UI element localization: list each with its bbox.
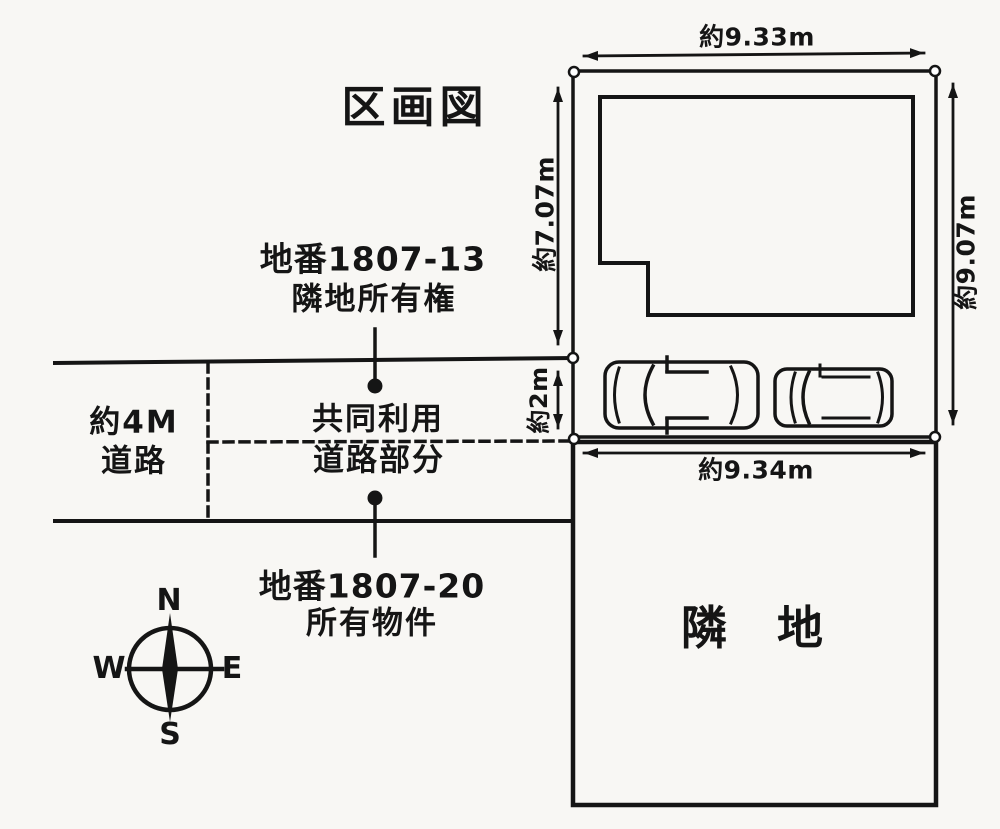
car-sedan-icon — [603, 355, 760, 435]
car-wagon-icon — [773, 363, 894, 428]
pointer-parcel-neighbor — [367, 327, 383, 394]
dim-label-road-width: 約2m — [525, 366, 553, 434]
compass-west-label: W — [92, 651, 126, 686]
building-footprint — [598, 95, 915, 317]
page-title: 区画図 — [341, 82, 489, 133]
compass-rose-icon — [124, 613, 225, 722]
compass-north-label: N — [156, 583, 182, 618]
road-outline — [52, 355, 576, 523]
shared-road-label-line2: 道路部分 — [313, 442, 445, 479]
road-label-line1: 約4M — [89, 404, 179, 441]
dim-label-top: 約9.33m — [699, 22, 815, 52]
dim-arrow-top — [582, 48, 926, 61]
pointer-parcel-subject — [367, 490, 383, 558]
road-label-line2: 道路 — [101, 443, 167, 480]
compass-east-label: E — [221, 651, 243, 686]
dimension-arrows — [553, 48, 958, 458]
survey-corner-nodes — [566, 64, 942, 446]
dim-label-left: 約7.07m — [530, 156, 560, 272]
parcel-subject-lot-number: 地番1807-20 — [258, 566, 486, 606]
dim-label-bottom: 約9.34m — [698, 455, 814, 485]
dim-label-right: 約9.07m — [951, 194, 981, 310]
compass-south-label: S — [159, 717, 181, 752]
shared-road-label-line1: 共同利用 — [312, 401, 444, 438]
main-parcel-outline — [571, 69, 938, 439]
neighbor-parcel-label: 隣 地 — [681, 601, 825, 655]
neighbor-parcel-outline — [570, 439, 939, 808]
parcel-subject-description: 所有物件 — [306, 605, 438, 642]
parcel-neighbor-description: 隣地所有権 — [291, 281, 457, 318]
road-centerline-dashed — [206, 439, 572, 444]
parcel-neighbor-lot-number: 地番1807-13 — [259, 239, 487, 279]
